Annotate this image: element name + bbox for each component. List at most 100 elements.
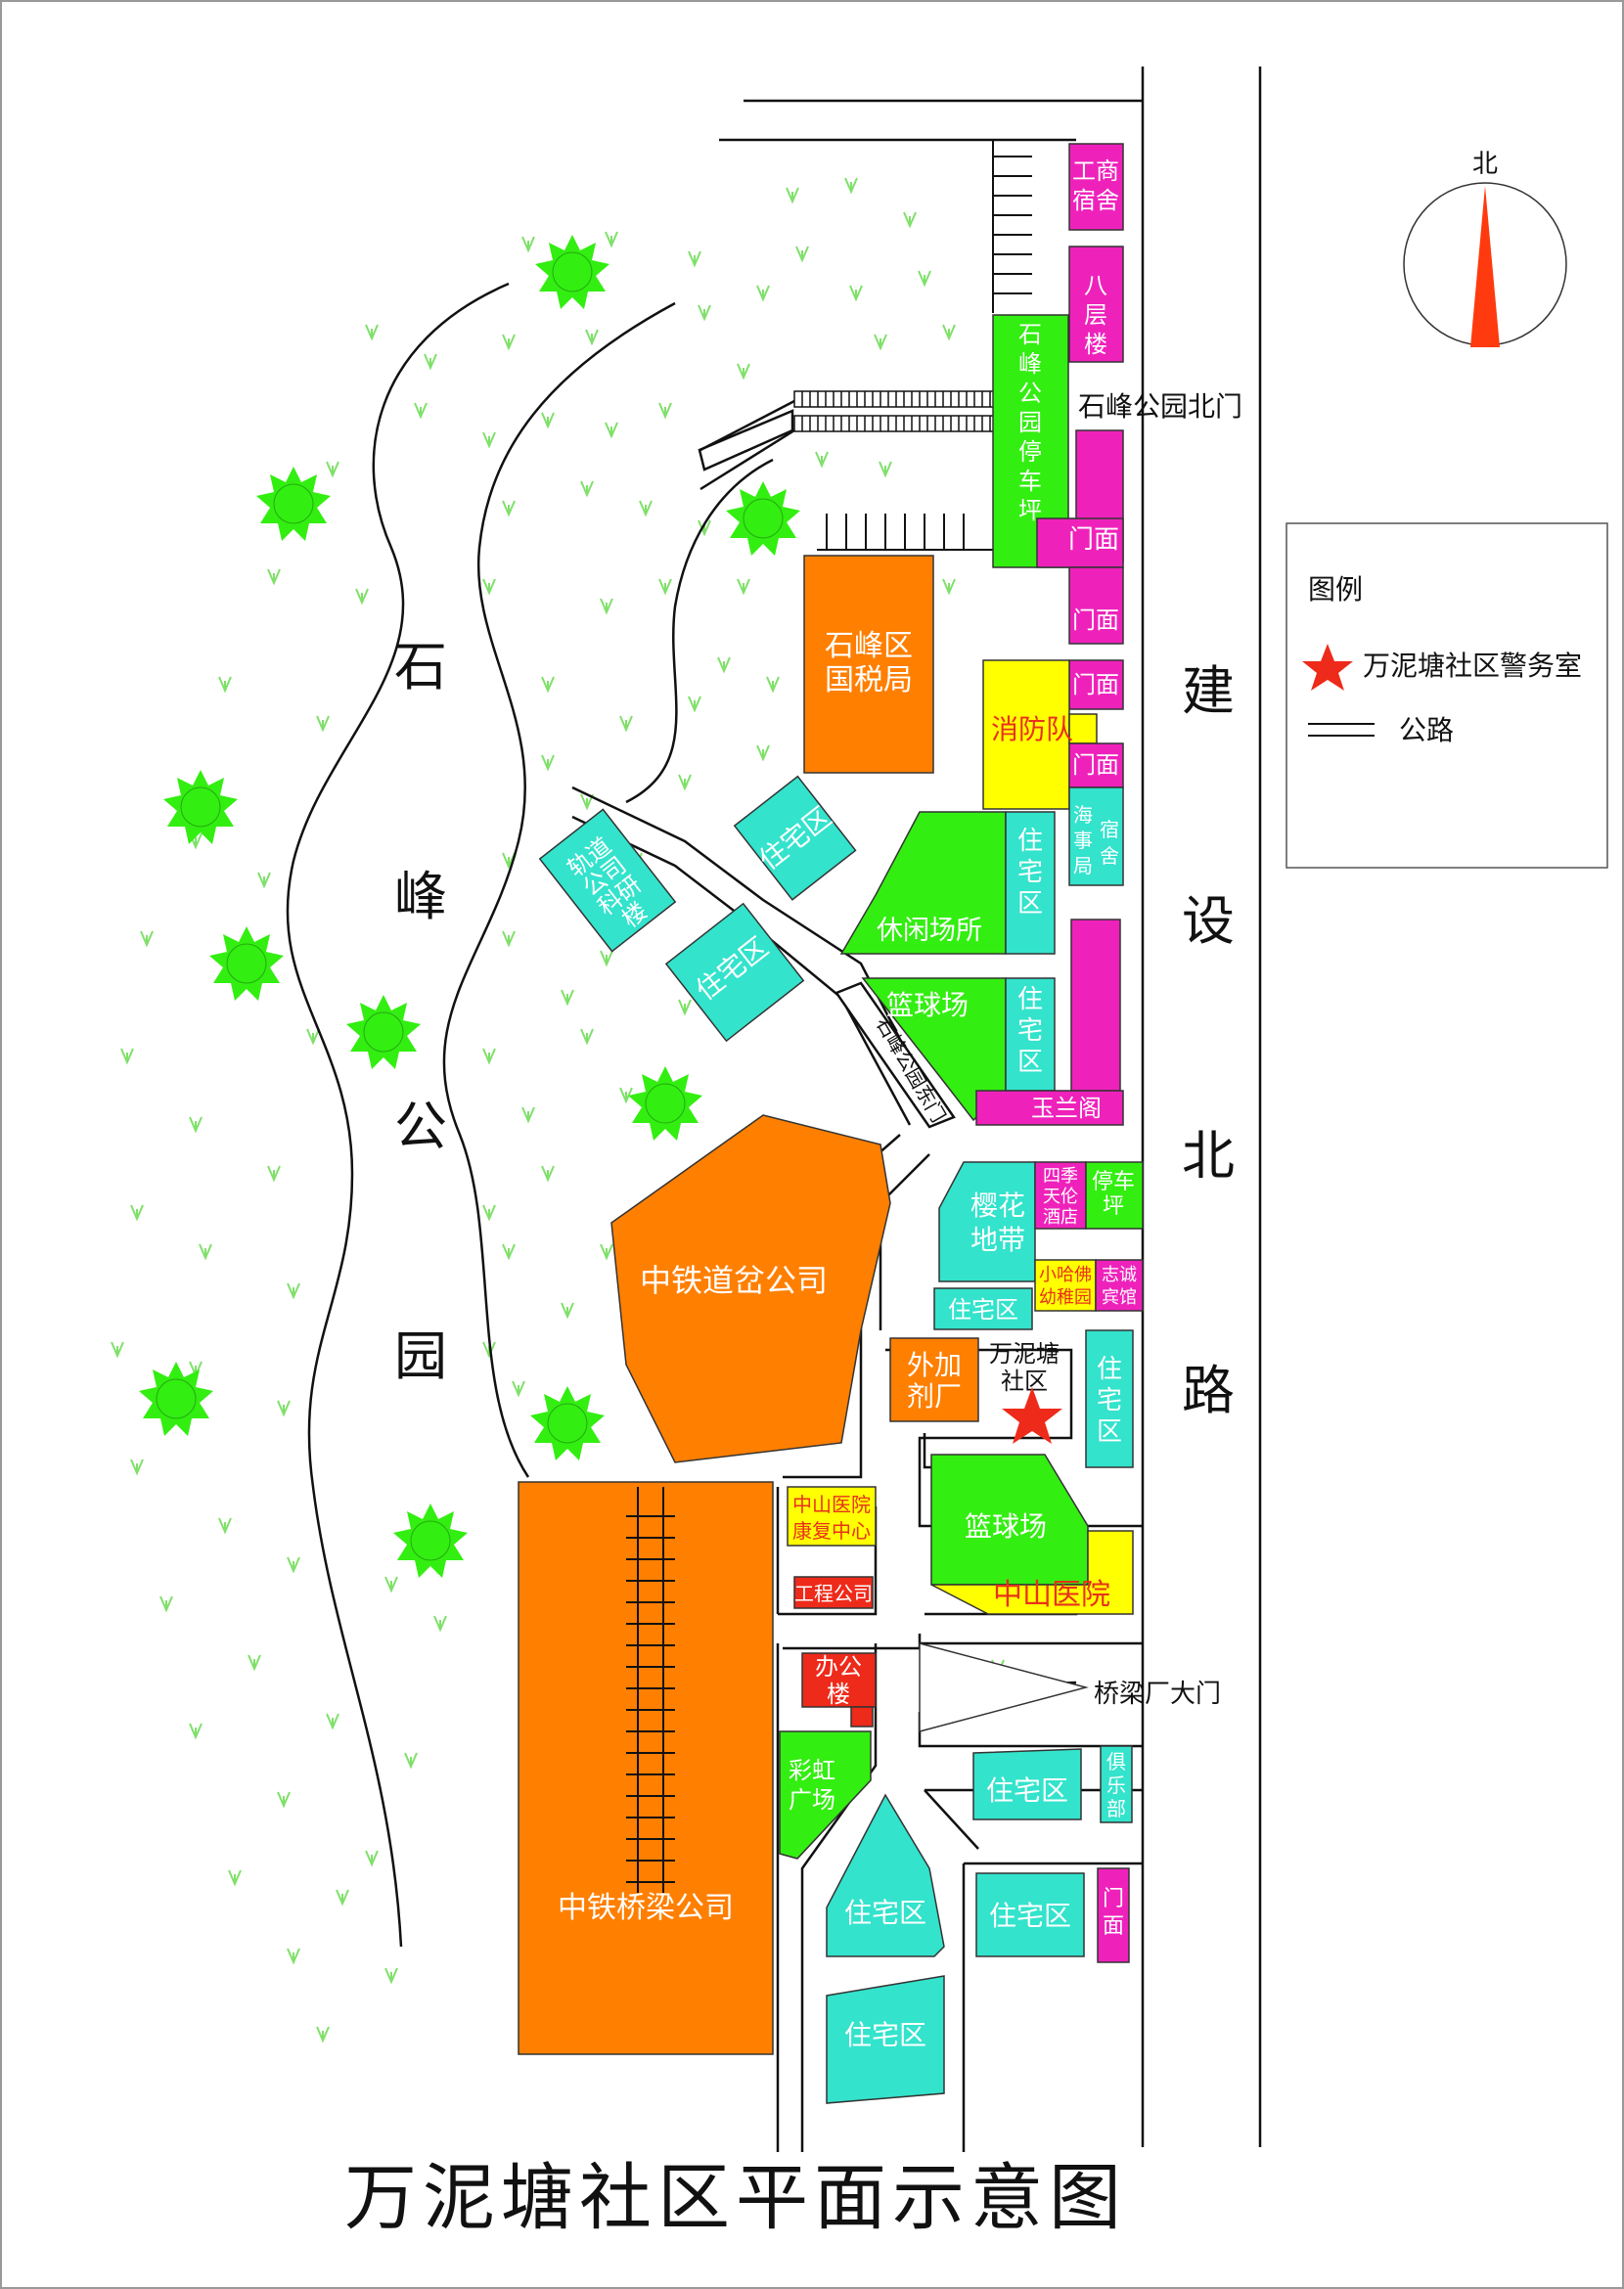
siji-hotel: [1034, 1161, 1087, 1230]
svg-text:宅: 宅: [1097, 1386, 1122, 1415]
menmian-3: 门面: [1072, 671, 1119, 698]
residential-j-label: 住宅区: [844, 2019, 926, 2051]
parking-2: [1085, 1161, 1144, 1230]
parking1-label: 石 峰 公 园 停 车 坪: [1018, 321, 1042, 524]
svg-text:住: 住: [1017, 985, 1043, 1014]
shop5-label: 门面: [1103, 1887, 1124, 1939]
xiaohafo-1: 小哈佛: [1039, 1265, 1092, 1285]
residential-e-label: 住宅区: [948, 1296, 1018, 1324]
svg-text:酒店: 酒店: [1043, 1207, 1078, 1228]
xiaohafo-2: 幼稚园: [1039, 1287, 1092, 1308]
svg-text:门: 门: [1103, 1887, 1124, 1911]
club: [1100, 1745, 1133, 1823]
residential-g-label: 住宅区: [986, 1774, 1068, 1807]
park-paths: [286, 282, 794, 1948]
compass: 北: [1403, 150, 1567, 347]
residential-f: [1085, 1329, 1134, 1468]
bridge-company-label: 中铁桥梁公司: [558, 1891, 734, 1925]
residential-g: [972, 1748, 1082, 1820]
zhicheng-hotel: [1095, 1259, 1144, 1312]
police-station-star-icon[interactable]: [1002, 1387, 1062, 1444]
railway-track: [626, 1487, 675, 1893]
rainbow-label-1: 彩虹: [789, 1757, 835, 1784]
rainbow-square: [779, 1730, 872, 1860]
office-label-1: 办公: [815, 1653, 862, 1681]
road-name: 建 设 北 路: [1182, 660, 1235, 1421]
baceng-3: 楼: [1084, 331, 1107, 358]
svg-text:车: 车: [1018, 468, 1042, 495]
road-name-1: 建: [1182, 660, 1235, 722]
tax-label-1: 石峰区: [825, 629, 913, 663]
parking2-label-1: 停车: [1092, 1170, 1135, 1194]
svg-text:住: 住: [1017, 827, 1043, 856]
svg-text:乐: 乐: [1106, 1773, 1126, 1797]
engineering-company: [793, 1576, 874, 1609]
admixture-label-2: 剂厂: [907, 1380, 962, 1413]
yulange-label: 玉兰阁: [1031, 1095, 1102, 1122]
svg-text:区: 区: [1017, 1048, 1043, 1077]
office-label-2: 楼: [827, 1681, 850, 1708]
svg-text:舍: 舍: [1100, 844, 1119, 868]
svg-text:区: 区: [1017, 889, 1043, 919]
admixture-label-1: 外加: [907, 1349, 962, 1381]
park-name-4: 园: [394, 1325, 447, 1387]
parking-comb-mid: [817, 514, 993, 551]
zhongshan-label: 中山医院: [993, 1578, 1110, 1612]
residential-j: [826, 1975, 945, 2104]
railway-bridge-company: [518, 1481, 774, 2055]
kangfu-2: 康复中心: [792, 1519, 871, 1543]
cherry-label-1: 樱花: [970, 1189, 1025, 1222]
kangfu-center: [787, 1486, 877, 1547]
legend-star-icon: [1302, 644, 1353, 691]
park-name-3: 公: [394, 1096, 447, 1157]
residential-b: 住宅区: [664, 902, 805, 1043]
club-label: 俱 乐 部: [1106, 1750, 1126, 1820]
menmian-1: 门面: [1068, 525, 1119, 555]
parking-comb-top: [992, 140, 1032, 313]
gongshang-dorm: [1068, 143, 1124, 231]
north-gate-label: 石峰公园北门: [1078, 390, 1242, 423]
road-name-3: 北: [1182, 1125, 1235, 1187]
svg-text:石: 石: [1018, 321, 1042, 348]
svg-text:园: 园: [1018, 409, 1042, 436]
tax-label-2: 国税局: [825, 663, 913, 697]
park-name-2: 峰: [394, 866, 447, 927]
residential-i: [975, 1872, 1085, 1957]
north-gate-steps: [793, 390, 996, 432]
gate-triangle: [919, 1642, 1089, 1732]
zhicheng-1: 志诚: [1102, 1265, 1137, 1285]
park-name: 石 峰 公 园: [394, 636, 447, 1387]
svg-text:住: 住: [1097, 1355, 1122, 1384]
yulan-pavilion: [975, 1090, 1124, 1126]
shop-3: [1068, 659, 1124, 710]
svg-text:四季: 四季: [1043, 1166, 1078, 1187]
office-building: [801, 1652, 877, 1708]
residential-h-label: 住宅区: [844, 1897, 926, 1929]
leisure-area: [839, 811, 1007, 955]
residential-d: [1005, 977, 1056, 1092]
residential-h: [826, 1793, 945, 1957]
svg-text:公: 公: [1018, 380, 1042, 407]
svg-text:宅: 宅: [1017, 858, 1043, 887]
svg-text:局: 局: [1073, 854, 1093, 877]
basketball-2-label: 篮球场: [965, 1510, 1047, 1543]
svg-text:区: 区: [1097, 1417, 1122, 1447]
north-arrow-icon: [1470, 186, 1500, 347]
leisure-label: 休闲场所: [877, 916, 982, 946]
svg-text:峰: 峰: [1018, 350, 1042, 378]
svg-text:宅: 宅: [1017, 1016, 1043, 1046]
svg-text:部: 部: [1106, 1797, 1126, 1820]
kangfu-1: 中山医院: [792, 1493, 871, 1516]
cherry-zone: [938, 1161, 1036, 1282]
engineering-label: 工程公司: [794, 1582, 873, 1605]
shop-5: [1097, 1867, 1130, 1963]
community-label-2: 社区: [1001, 1368, 1048, 1395]
fire-brigade: [982, 659, 1070, 810]
haishi-label: 海 事 局 宿 舍: [1073, 803, 1119, 877]
baceng-1: 八: [1084, 272, 1107, 299]
svg-text:天伦: 天伦: [1043, 1187, 1078, 1207]
legend: 图例 万泥塘社区警务室 公路: [1286, 522, 1608, 869]
road-name-2: 设: [1182, 890, 1235, 952]
svg-text:俱: 俱: [1106, 1750, 1126, 1773]
residential-c: [1005, 811, 1056, 955]
